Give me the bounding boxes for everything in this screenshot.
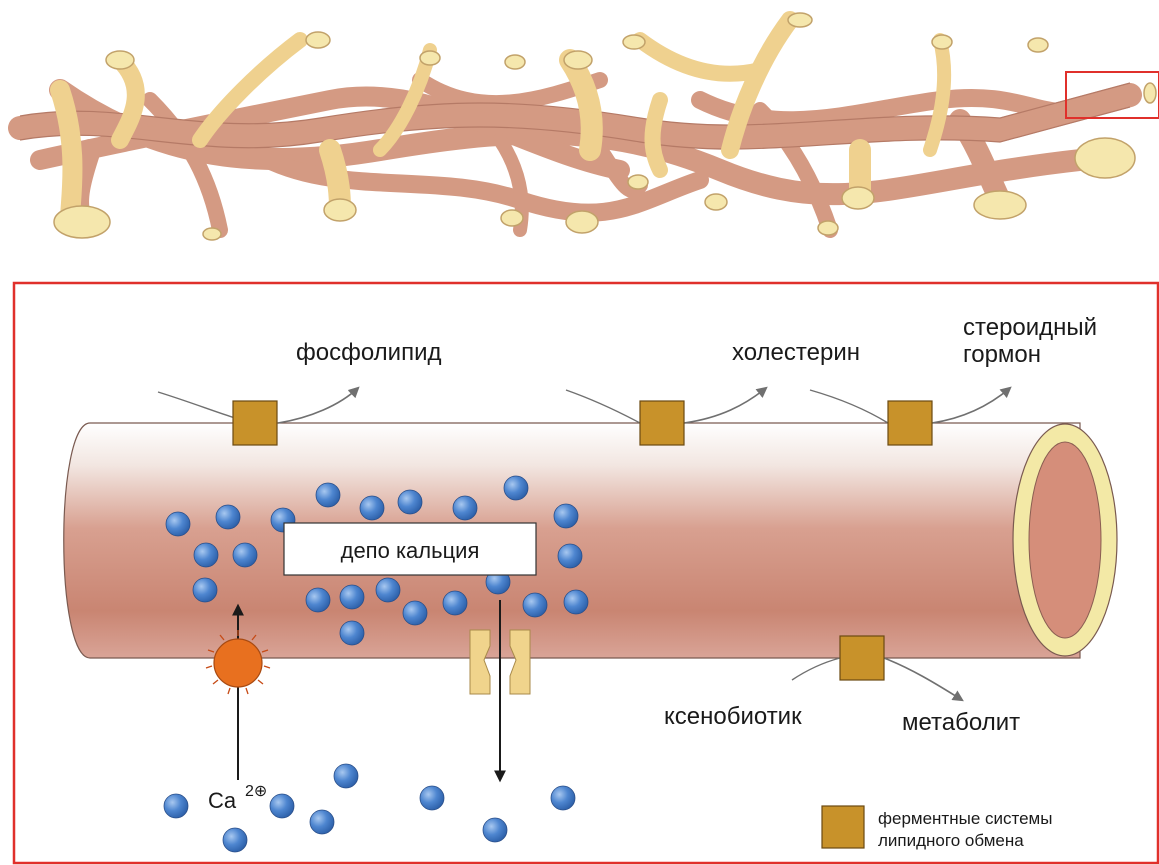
steroid-hormone-label-line2: гормон (963, 341, 1041, 368)
calcium-ion (334, 764, 358, 788)
calcium-ion (483, 818, 507, 842)
calcium-ion (166, 512, 190, 536)
calcium-ion (398, 490, 422, 514)
calcium-ion (504, 476, 528, 500)
calcium-ion (310, 810, 334, 834)
calcium-ion (306, 588, 330, 612)
calcium-ion (443, 591, 467, 615)
xenobiotic-label: ксенобиотик (664, 703, 802, 730)
enzyme-box (840, 636, 884, 680)
calcium-ion (316, 483, 340, 507)
calcium-ion (193, 578, 217, 602)
calcium-ion (340, 585, 364, 609)
calcium-ion (403, 601, 427, 625)
legend-line1: ферментные системы (878, 809, 1052, 828)
er-network-illustration (20, 13, 1159, 240)
cholesterol-label: холестерин (732, 339, 860, 366)
pink-tubules (20, 80, 1130, 230)
calcium-ion (164, 794, 188, 818)
metabolite-label: метаболит (902, 709, 1020, 736)
calcium-ion (420, 786, 444, 810)
calcium-depot-label-box: депо кальция (284, 523, 536, 575)
enzyme-box (640, 401, 684, 445)
legend-enzyme-swatch (822, 806, 864, 848)
calcium-ion (554, 504, 578, 528)
calcium-depot-label: депо кальция (341, 538, 480, 563)
calcium-ion (216, 505, 240, 529)
calcium-ion (233, 543, 257, 567)
calcium-ion (564, 590, 588, 614)
calcium-ion (453, 496, 477, 520)
er-tubule-section (64, 423, 1117, 658)
calcium-ion (223, 828, 247, 852)
calcium-ion (558, 544, 582, 568)
enzyme-box (233, 401, 277, 445)
calcium-ion (270, 794, 294, 818)
calcium-ion (360, 496, 384, 520)
calcium-ion-label: Ca 2⊕ (208, 783, 267, 813)
phospholipid-label: фосфолипид (296, 339, 441, 366)
legend-line2: липидного обмена (878, 831, 1024, 850)
svg-text:Ca: Ca (208, 788, 237, 813)
calcium-receptor (214, 639, 262, 687)
calcium-ion (551, 786, 575, 810)
calcium-ion (340, 621, 364, 645)
calcium-ion (376, 578, 400, 602)
calcium-ion (523, 593, 547, 617)
steroid-hormone-label-line1: стероидный (963, 314, 1097, 341)
legend: ферментные системы липидного обмена (822, 806, 1052, 850)
svg-text:2⊕: 2⊕ (245, 783, 267, 800)
calcium-ion (194, 543, 218, 567)
enzyme-box (888, 401, 932, 445)
tubule-lumen (1029, 442, 1101, 638)
